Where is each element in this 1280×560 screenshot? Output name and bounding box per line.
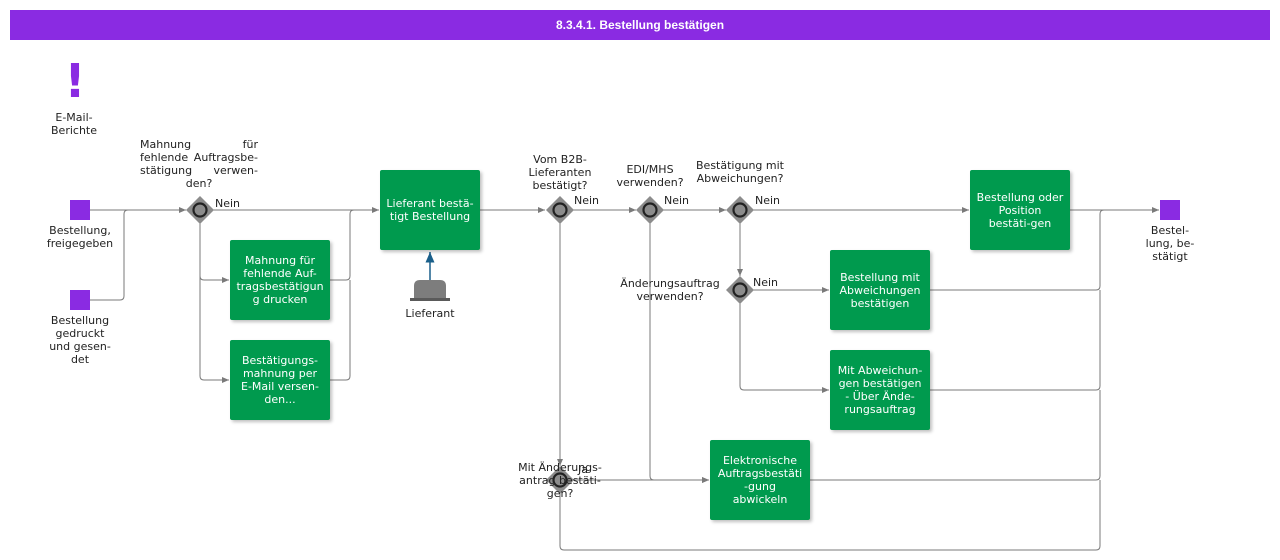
lieferant-icon bbox=[410, 280, 450, 301]
gateway-g1-label: Mahnung für fehlende Auftragsbe-stätigun… bbox=[140, 138, 258, 190]
start-event-gedruckt[interactable] bbox=[70, 290, 90, 310]
task-mit-abweichungen[interactable]: Bestellung mit Abweichungen bestätigen bbox=[830, 250, 930, 330]
edge-start2-g1 bbox=[90, 209, 129, 301]
task-mahnung-email-label: Bestätigungs-mahnung per E-Mail versen-d… bbox=[241, 354, 319, 406]
task-mahnung-drucken-label: Mahnung für fehlende Auf-tragsbestätigun… bbox=[236, 254, 324, 306]
gateway-g3-label: EDI/MHS verwenden? bbox=[616, 163, 684, 189]
task-elektronische-ab[interactable]: Elektronische Auftragsbestäti-gung abwic… bbox=[710, 440, 810, 520]
task-mahnung-drucken[interactable]: Mahnung für fehlende Auf-tragsbestätigun… bbox=[230, 240, 330, 320]
start-event-freigegeben[interactable] bbox=[70, 200, 90, 220]
edge-label-ja-g6: Ja bbox=[578, 463, 588, 476]
edge-t6-end bbox=[930, 290, 1101, 391]
gateway-g3 bbox=[636, 196, 664, 224]
edge-label-nein-g4: Nein bbox=[755, 194, 781, 207]
gateway-g6 bbox=[546, 466, 574, 494]
task-elektronische-ab-label: Elektronische Auftragsbestäti-gung abwic… bbox=[717, 454, 803, 506]
gateway-g6-label: Mit Änderungs- antrag bestäti- gen? bbox=[518, 461, 602, 500]
task-mahnung-email[interactable]: Bestätigungs-mahnung per E-Mail versen-d… bbox=[230, 340, 330, 420]
edge-t7-end bbox=[810, 390, 1101, 481]
gateway-g2-label: Vom B2B- Lieferanten bestätigt? bbox=[528, 153, 592, 192]
edge-label-nein-g5: Nein bbox=[753, 276, 779, 289]
edge-label-nein-g3: Nein bbox=[664, 194, 690, 207]
diagram-title: 8.3.4.1. Bestellung bestätigen bbox=[10, 10, 1270, 40]
task-bestellung-bestaetigen-label: Bestellung oder Position bestäti-gen bbox=[976, 190, 1064, 230]
edge-t5-end bbox=[930, 209, 1105, 291]
edge-label-nein-g1: Nein bbox=[215, 197, 241, 210]
task-lieferant-bestaetigt-label: Lieferant bestä-tigt Bestellung bbox=[386, 197, 474, 223]
start-event-gedruckt-label: Bestellung gedruckt und gesen- det bbox=[49, 314, 111, 366]
info-label: E-Mail- Berichte bbox=[51, 111, 97, 137]
gateway-g5 bbox=[726, 276, 754, 304]
edge-g1-t1 bbox=[199, 222, 229, 283]
gateway-g1 bbox=[186, 196, 214, 224]
edge-g6-end bbox=[559, 480, 1101, 551]
gateway-g2 bbox=[546, 196, 574, 224]
exclamation-icon: ! bbox=[64, 54, 86, 108]
task-mit-abweichungen-label: Bestellung mit Abweichungen bestätigen bbox=[839, 270, 921, 310]
task-aenderungsauftrag-label: Mit Abweichun-gen bestätigen - Über Ände… bbox=[837, 364, 923, 416]
edge-g5-t6 bbox=[739, 302, 829, 393]
edge-g3-t7 bbox=[649, 222, 709, 483]
edge-t1-merge bbox=[330, 209, 355, 281]
start-event-freigegeben-label: Bestellung, freigegeben bbox=[46, 224, 114, 250]
edge-t2-merge bbox=[330, 280, 351, 381]
task-lieferant-bestaetigt[interactable]: Lieferant bestä-tigt Bestellung bbox=[380, 170, 480, 250]
lieferant-label: Lieferant bbox=[405, 307, 455, 320]
edge-g1-t2 bbox=[199, 276, 229, 383]
gateway-g4-label: Bestätigung mit Abweichungen? bbox=[696, 159, 784, 185]
end-event-bestaetigt[interactable] bbox=[1160, 200, 1180, 220]
gateway-g4 bbox=[726, 196, 754, 224]
task-bestellung-bestaetigen[interactable]: Bestellung oder Position bestäti-gen bbox=[970, 170, 1070, 250]
task-aenderungsauftrag[interactable]: Mit Abweichun-gen bestätigen - Über Ände… bbox=[830, 350, 930, 430]
gateway-g5-label: Änderungsauftrag verwenden? bbox=[620, 277, 720, 303]
end-event-bestaetigt-label: Bestel- lung, be- stätigt bbox=[1145, 224, 1195, 263]
edge-label-nein-g2: Nein bbox=[574, 194, 600, 207]
